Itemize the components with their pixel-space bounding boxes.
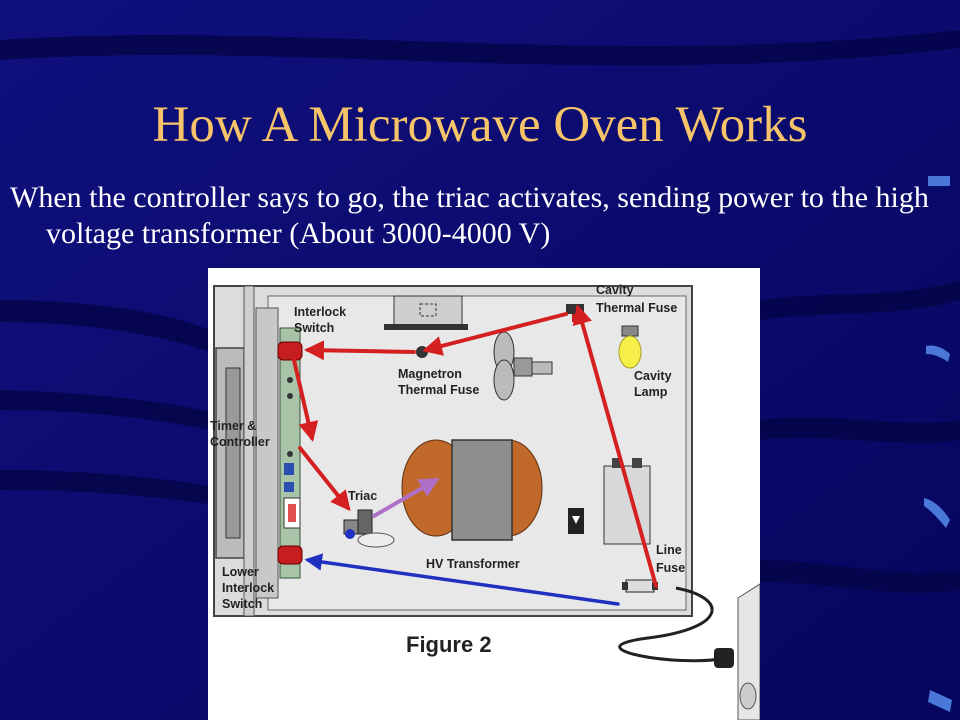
label-line-fuse-line1: Line — [656, 543, 682, 557]
cavity-lamp — [618, 325, 642, 369]
label-lower-switch-line2: Interlock — [222, 581, 274, 595]
triac-signal-path — [372, 477, 440, 518]
label-cavity-lamp-line2: Lamp — [634, 385, 668, 399]
label-magnetron-fuse-line2: Thermal Fuse — [398, 383, 479, 397]
label-line-fuse-line2: Fuse — [656, 561, 685, 575]
label-timer-line1: Timer & — [210, 419, 256, 433]
control-board-components — [283, 377, 301, 529]
wall-outlet — [714, 583, 760, 720]
label-interlock-switch-line1: Interlock — [294, 305, 346, 319]
label-lower-switch-line3: Switch — [222, 597, 262, 611]
hv-diode — [568, 508, 584, 534]
power-path — [292, 304, 658, 588]
label-timer-line2: Controller — [210, 435, 270, 449]
hv-capacitor — [603, 458, 651, 545]
label-magnetron-fuse-line1: Magnetron — [398, 367, 462, 381]
upper-interlock-switch — [277, 341, 303, 361]
return-path — [304, 553, 620, 606]
label-triac: Triac — [348, 489, 377, 503]
label-lower-switch-line1: Lower — [222, 565, 259, 579]
label-interlock-switch-line2: Switch — [294, 321, 334, 335]
microwave-diagram: Interlock Switch Magnetron Thermal Fuse … — [208, 268, 760, 720]
hv-transformer — [401, 439, 543, 541]
magnetron — [384, 295, 468, 358]
label-cavity-fuse-line1: Cavity — [596, 283, 634, 297]
label-cavity-lamp-line1: Cavity — [634, 369, 672, 383]
line-fuse — [622, 579, 658, 593]
label-cavity-fuse-line2: Thermal Fuse — [596, 301, 677, 315]
slide-title: How A Microwave Oven Works — [152, 97, 808, 153]
power-cord — [618, 586, 727, 663]
figure-caption: Figure 2 — [406, 632, 492, 657]
lower-interlock-switch — [277, 545, 303, 565]
slide-body-text: When the controller says to go, the tria… — [10, 181, 929, 250]
label-hv-transformer: HV Transformer — [426, 557, 520, 571]
cooling-fan — [493, 331, 553, 401]
triac — [343, 509, 395, 548]
